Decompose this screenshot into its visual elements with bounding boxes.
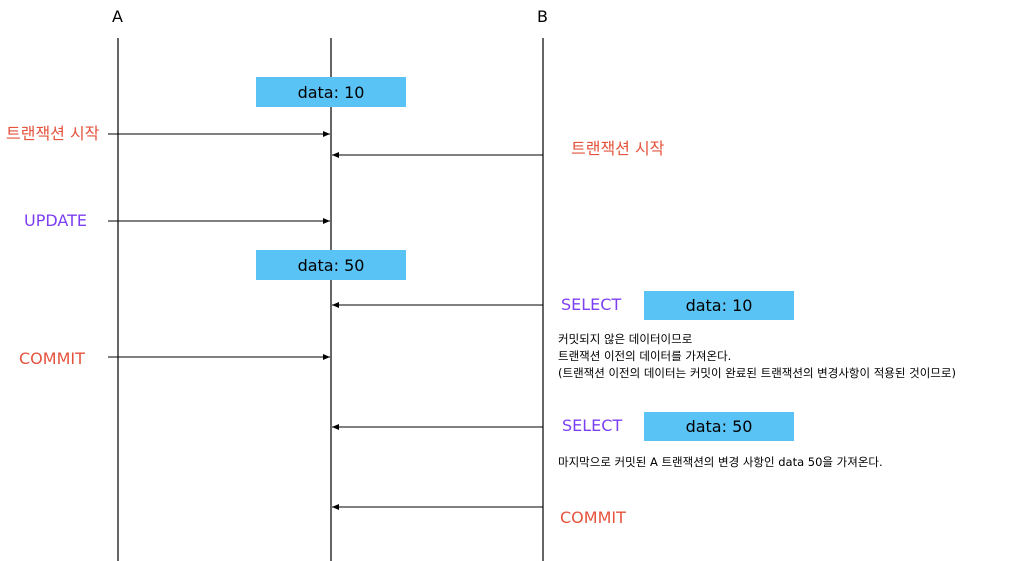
data-box-after-update: data: 50 (256, 250, 406, 280)
b-select2-label: SELECT (562, 416, 623, 435)
b-commit-label: COMMIT (560, 508, 626, 527)
select1-note: 커밋되지 않은 데이터이므로 트랜잭션 이전의 데이터를 가져온다. (트랜잭션… (558, 331, 956, 382)
data-box-select1-result: data: 10 (644, 291, 794, 320)
b-select1-label: SELECT (561, 295, 622, 314)
column-a-label: A (112, 7, 123, 26)
data-box-initial: data: 10 (256, 77, 406, 107)
select1-note-line: 트랜잭션 이전의 데이터를 가져온다. (558, 349, 732, 363)
a-tx-start-label: 트랜잭션 시작 (6, 124, 100, 143)
column-b-label: B (537, 7, 548, 26)
select1-note-line: (트랜잭션 이전의 데이터는 커밋이 완료된 트랜잭션의 변경사항이 적용된 것… (558, 366, 956, 380)
select2-note: 마지막으로 커밋된 A 트랜잭션의 변경 사항인 data 50을 가져온다. (558, 455, 883, 469)
b-tx-start-label: 트랜잭션 시작 (571, 139, 665, 158)
data-box-select2-result: data: 50 (644, 412, 794, 441)
a-update-label: UPDATE (24, 211, 87, 230)
select1-note-line: 커밋되지 않은 데이터이므로 (558, 332, 693, 346)
a-commit-label: COMMIT (19, 349, 85, 368)
